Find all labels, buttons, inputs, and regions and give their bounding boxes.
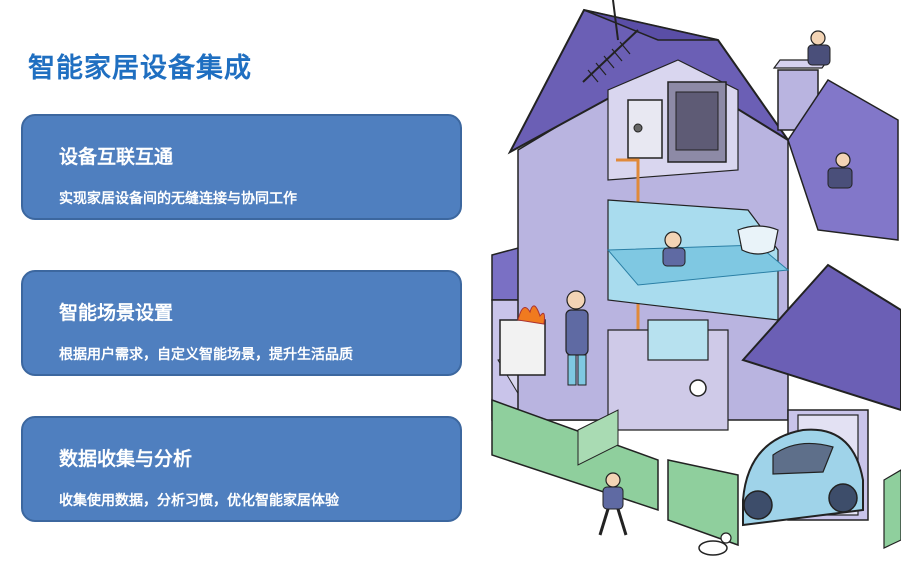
fire [517,305,545,325]
feature-card-heading: 智能场景设置 [59,302,174,324]
page-title: 智能家居设备集成 [28,53,252,84]
garage-roof [741,263,901,412]
roof-side [583,9,719,41]
feature-card-heading: 数据收集与分析 [59,448,193,470]
feature-card-description: 收集使用数据，分析习惯，优化智能家居体验 [59,493,339,509]
safe-door [627,99,663,159]
feature-card-description: 实现家居设备间的无缝连接与协同工作 [59,191,297,207]
feature-card-heading: 设备互联互通 [59,146,174,168]
fence-right [667,459,739,547]
feature-card-interconnect: 设备互联互通 实现家居设备间的无缝连接与协同工作 [21,114,462,220]
stove [499,319,546,376]
smart-home-illustration [491,0,901,556]
water-surface [606,244,790,286]
feature-card-description: 根据用户需求，自定义智能场景，提升生活品质 [59,347,353,363]
feature-card-scene-setting: 智能场景设置 根据用户需求，自定义智能场景，提升生活品质 [21,270,462,376]
feature-card-data-analysis: 数据收集与分析 收集使用数据，分析习惯，优化智能家居体验 [21,416,462,522]
appliance [647,319,709,361]
